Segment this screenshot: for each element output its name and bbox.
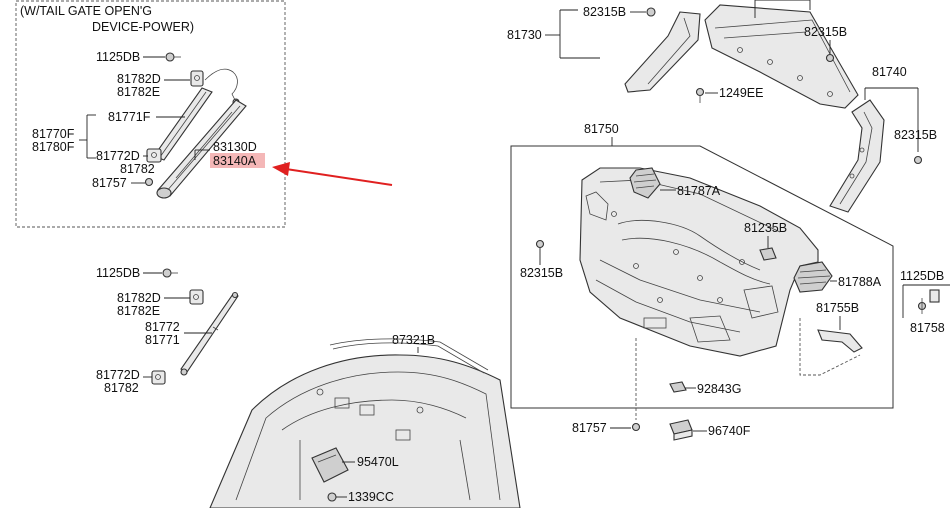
label-81770f: 81770F — [32, 127, 75, 141]
label-81782e-standard: 81782E — [117, 304, 160, 318]
label-1125db-standard: 1125DB — [96, 266, 140, 280]
bolt-1125db-inset — [165, 52, 181, 62]
label-83130d: 83130D — [213, 140, 257, 154]
label-1125db-right: 1125DB — [900, 269, 944, 283]
label-1125db-inset: 1125DB — [96, 50, 140, 64]
label-82315b-left: 82315B — [520, 266, 563, 280]
label-83140a: 83140A — [213, 154, 257, 168]
bolt-1125db-standard — [162, 268, 178, 278]
power-strut-83140a-inset — [156, 99, 247, 199]
label-81772d-standard: 81772D — [96, 368, 140, 382]
bracket-81772d-inset — [146, 148, 162, 163]
assembly-box-81750 — [510, 145, 894, 409]
label-81771: 81771 — [145, 333, 180, 347]
label-81772d-inset: 81772D — [96, 149, 140, 163]
bracket-81782d-inset — [190, 70, 204, 87]
label-81757-inset: 81757 — [92, 176, 127, 190]
bracket-81772d-standard — [151, 370, 166, 385]
clip-82315b-left — [535, 239, 545, 249]
clip-81757-inset — [144, 177, 154, 187]
inset-box — [15, 0, 286, 228]
module-95470l — [311, 447, 349, 483]
label-95470l: 95470L — [357, 455, 399, 469]
label-81782e-inset: 81782E — [117, 85, 160, 99]
strut-81771f-inset — [153, 87, 213, 161]
side-trim-81730 — [624, 11, 701, 93]
vent-81787a — [629, 167, 661, 199]
inset-header-line2: DEVICE-POWER) — [92, 20, 194, 34]
label-81235b: 81235B — [744, 221, 787, 235]
label-81755b: 81755B — [816, 301, 859, 315]
clip-82315b-right — [913, 155, 923, 165]
label-81788a: 81788A — [838, 275, 882, 289]
label-81780f: 81780F — [32, 140, 75, 154]
label-81782d-inset: 81782D — [117, 72, 161, 86]
label-81782-inset: 81782 — [120, 162, 155, 176]
screw-1339cc — [327, 492, 337, 502]
clip-81758 — [929, 289, 940, 303]
clip-92843g — [669, 381, 687, 393]
label-81740: 81740 — [872, 65, 907, 79]
vent-81788a — [793, 261, 833, 293]
label-81757-main: 81757 — [572, 421, 607, 435]
clip-82315b-top — [646, 7, 656, 17]
label-81782d-standard: 81782D — [117, 291, 161, 305]
label-81750: 81750 — [584, 122, 619, 136]
side-trim-81740 — [829, 99, 885, 213]
clip-81757-main — [631, 422, 641, 432]
label-82315b-upper: 82315B — [804, 25, 847, 39]
label-82315b-top: 82315B — [583, 5, 626, 19]
label-82315b-right: 82315B — [894, 128, 937, 142]
inset-header-line1: (W/TAIL GATE OPEN'G — [20, 4, 152, 18]
label-1339cc: 1339CC — [348, 490, 394, 504]
screw-1249ee — [695, 87, 705, 103]
clip-82315b-upper — [825, 53, 835, 63]
label-81771f-inset: 81771F — [108, 110, 151, 124]
label-81772: 81772 — [145, 320, 180, 334]
strut-81771-standard — [180, 291, 239, 376]
label-1249ee: 1249EE — [719, 86, 763, 100]
tailgate-panel-87321b — [209, 338, 521, 508]
label-92843g: 92843G — [697, 382, 741, 396]
bracket-81782d-standard — [189, 289, 204, 305]
label-81782-standard: 81782 — [104, 381, 139, 395]
label-96740f: 96740F — [708, 424, 751, 438]
upper-trim-panel — [704, 4, 859, 109]
wire-harness-inset — [204, 68, 238, 101]
label-87321b: 87321B — [392, 333, 435, 347]
label-81758: 81758 — [910, 321, 945, 335]
label-81787a: 81787A — [677, 184, 721, 198]
handle-81755b — [817, 329, 863, 353]
label-81730: 81730 — [507, 28, 542, 42]
switch-96740f — [669, 419, 693, 441]
red-arrow-icon — [272, 162, 393, 186]
clip-81235b — [759, 247, 777, 261]
bolt-1125db-right — [917, 298, 927, 314]
highlight-83140a — [210, 153, 265, 168]
